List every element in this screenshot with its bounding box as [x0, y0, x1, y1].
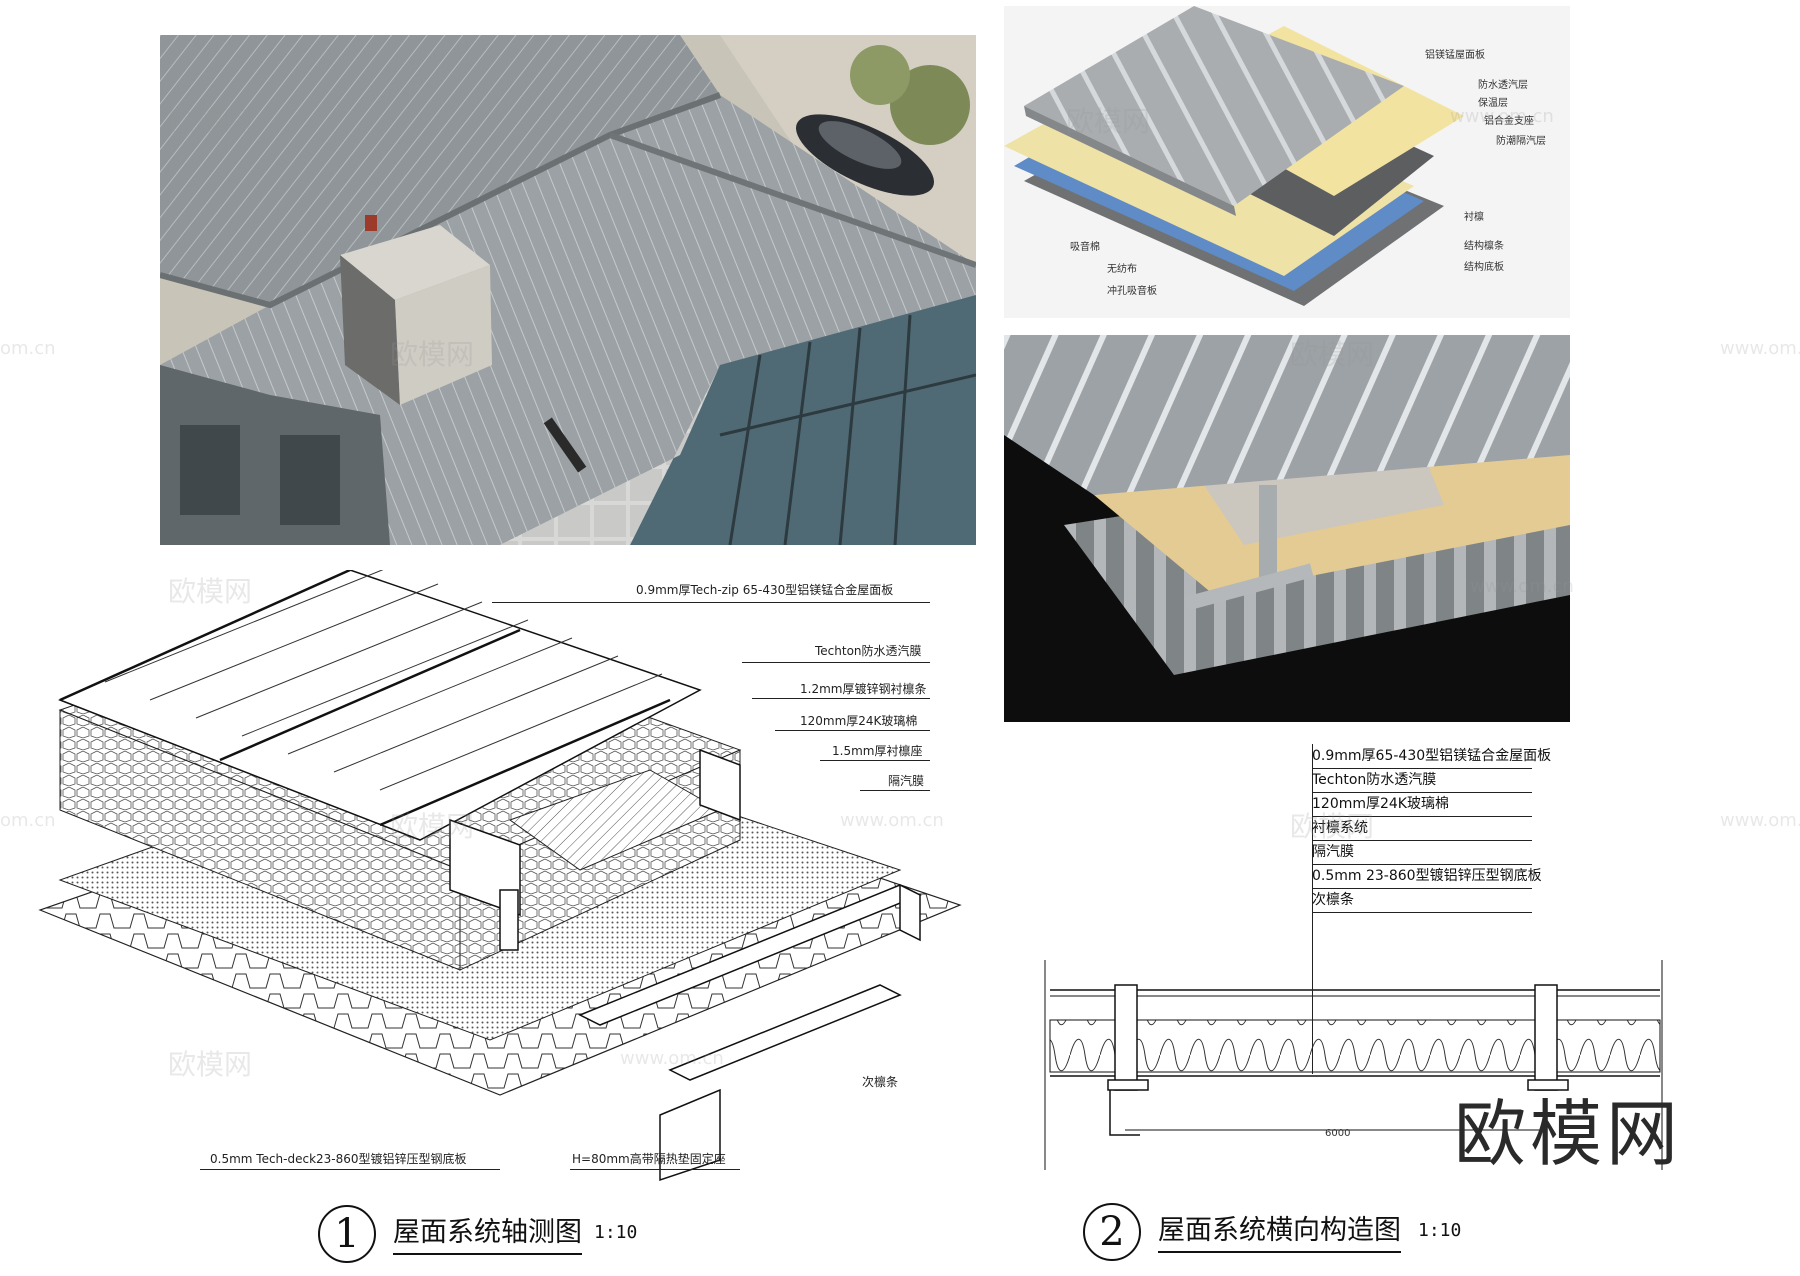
- axon-callout-vapour: 隔汽膜: [888, 774, 925, 788]
- bracket-shape: [449, 748, 741, 951]
- leader-line: [200, 1169, 500, 1170]
- leader-line: [752, 698, 930, 699]
- leader-line: [860, 790, 930, 791]
- section-callout: 衬檩系统: [1312, 816, 1532, 841]
- section-callout: 120mm厚24K玻璃棉: [1312, 792, 1532, 817]
- figure-scale-2: 1:10: [1418, 1220, 1462, 1241]
- axon-callout-roof-panel: 0.9mm厚Tech-zip 65-430型铝镁锰合金屋面板: [636, 583, 894, 597]
- section-callout: Techton防水透汽膜: [1312, 768, 1532, 793]
- layer-callout: 衬檩: [1464, 212, 1484, 223]
- axon-callout-insulation: 120mm厚24K玻璃棉: [800, 714, 918, 728]
- car-shape: [796, 114, 934, 196]
- section-bracket: [1107, 984, 1569, 1136]
- watermark-url: om.cn: [0, 338, 56, 359]
- leader-line: [775, 730, 930, 731]
- roof-photo: [160, 35, 976, 545]
- figure-scale-1: 1:10: [594, 1222, 638, 1243]
- layer-callout-left: 冲孔吸音板: [1107, 286, 1157, 297]
- layer-callout-left: 无纺布: [1107, 264, 1137, 275]
- layer-callout-left: 吸音棉: [1070, 242, 1100, 253]
- axon-callout-seat: 1.5mm厚衬檩座: [832, 744, 923, 758]
- figure-title-1: 屋面系统轴测图: [393, 1210, 582, 1255]
- purlin-shape: [578, 883, 922, 1182]
- axon-callout-sub-purlin: 次檩条: [862, 1075, 899, 1089]
- layer-callout: 防水透汽层: [1478, 80, 1528, 91]
- section-callout: 0.9mm厚65-430型铝镁锰合金屋面板: [1312, 744, 1551, 769]
- section-leader: [1312, 744, 1314, 1074]
- leader-line: [742, 662, 930, 663]
- roof-section-render: [1004, 335, 1570, 722]
- watermark-url: www.om.cn: [1720, 338, 1800, 359]
- roof-vent-box: [340, 215, 492, 405]
- axon-callout-membrane: Techton防水透汽膜: [815, 644, 922, 658]
- section-callout: 0.5mm 23-860型镀铝锌压型钢底板: [1312, 864, 1542, 889]
- axonometric-drawing: [20, 570, 990, 1190]
- layer-callout: 结构檩条: [1464, 241, 1504, 252]
- leader-line: [820, 760, 930, 761]
- layer-callout: 结构底板: [1464, 262, 1504, 273]
- leader-line: [570, 1169, 740, 1170]
- brand-logo-text: 欧模网: [1453, 1092, 1682, 1176]
- layer-diagram: [1004, 6, 1570, 318]
- section-drawing: [1040, 940, 1680, 1180]
- layer-callout: 防潮隔汽层: [1496, 136, 1546, 147]
- axon-callout-deck: 0.5mm Tech-deck23-860型镀铝锌压型钢底板: [210, 1152, 467, 1166]
- axon-callout-purlin: 1.2mm厚镀锌钢衬檩条: [800, 682, 927, 696]
- section-callout: 次檩条: [1312, 888, 1532, 913]
- section-dimension: 6000: [1325, 1128, 1351, 1139]
- section-callout: 隔汽膜: [1312, 840, 1532, 865]
- watermark-url: www.om.cn: [1720, 810, 1800, 831]
- axon-callout-bracket: H=80mm高带隔热垫固定座: [572, 1152, 726, 1166]
- figure-number-2: 2: [1083, 1203, 1141, 1261]
- figure-number-1: 1: [318, 1205, 376, 1263]
- layer-callout: 铝镁锰屋面板: [1425, 50, 1485, 61]
- layer-callout: 铝合金支座: [1484, 116, 1534, 127]
- layer-callout: 保温层: [1478, 98, 1508, 109]
- leader-line: [492, 602, 930, 603]
- figure-title-2: 屋面系统横向构造图: [1158, 1208, 1401, 1253]
